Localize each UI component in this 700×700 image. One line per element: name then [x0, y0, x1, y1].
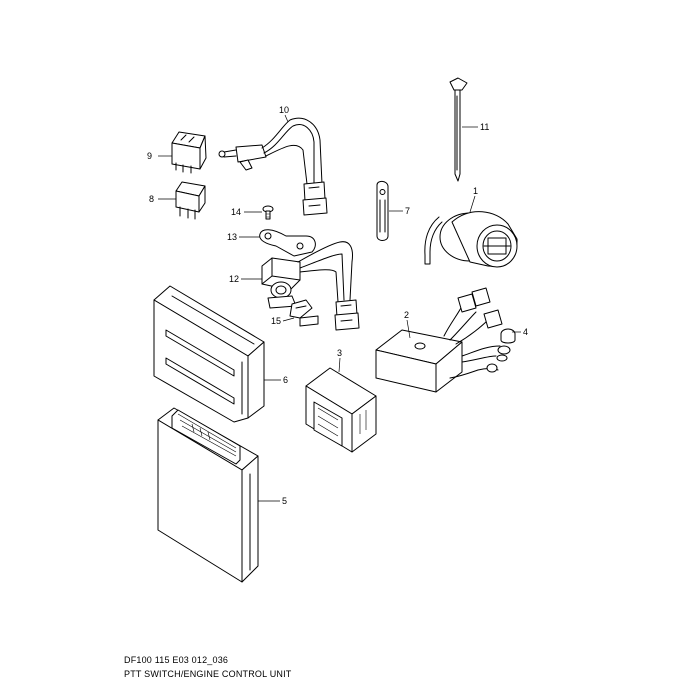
part-label-10: 10 — [279, 105, 289, 115]
part-7-bracket — [376, 180, 389, 241]
part-label-15: 15 — [271, 316, 281, 326]
leader-lines — [158, 114, 521, 502]
part-11-cable-tie — [449, 77, 468, 182]
part-5-ecu — [157, 407, 259, 583]
part-label-2: 2 — [404, 310, 409, 320]
part-label-4: 4 — [523, 327, 528, 337]
part-13-plate — [259, 229, 316, 257]
part-4-cap — [500, 328, 516, 344]
part-label-1: 1 — [473, 186, 478, 196]
part-label-6: 6 — [283, 375, 288, 385]
part-label-7: 7 — [405, 206, 410, 216]
part-label-3: 3 — [337, 348, 342, 358]
part-8-relay — [175, 181, 206, 220]
part-6-ecu-cover — [153, 285, 265, 423]
part-label-13: 13 — [227, 232, 237, 242]
diagram-code: DF100 115 E03 012_036 — [124, 655, 229, 665]
part-14-screw — [262, 205, 274, 220]
part-3-module — [305, 367, 377, 453]
part-label-5: 5 — [282, 496, 287, 506]
diagram-title: PTT SWITCH/ENGINE CONTROL UNIT — [124, 669, 292, 679]
part-label-12: 12 — [229, 274, 239, 284]
part-label-14: 14 — [231, 207, 241, 217]
part-label-11: 11 — [480, 122, 489, 132]
part-15-clip — [289, 299, 319, 327]
part-2-control-unit — [375, 287, 511, 393]
part-label-8: 8 — [149, 194, 154, 204]
part-9-relay — [171, 131, 207, 174]
part-12-trim-sensor — [261, 241, 360, 331]
part-1-ptt-switch — [424, 211, 518, 268]
part-10-switch-harness — [218, 117, 328, 216]
part-label-9: 9 — [147, 151, 152, 161]
